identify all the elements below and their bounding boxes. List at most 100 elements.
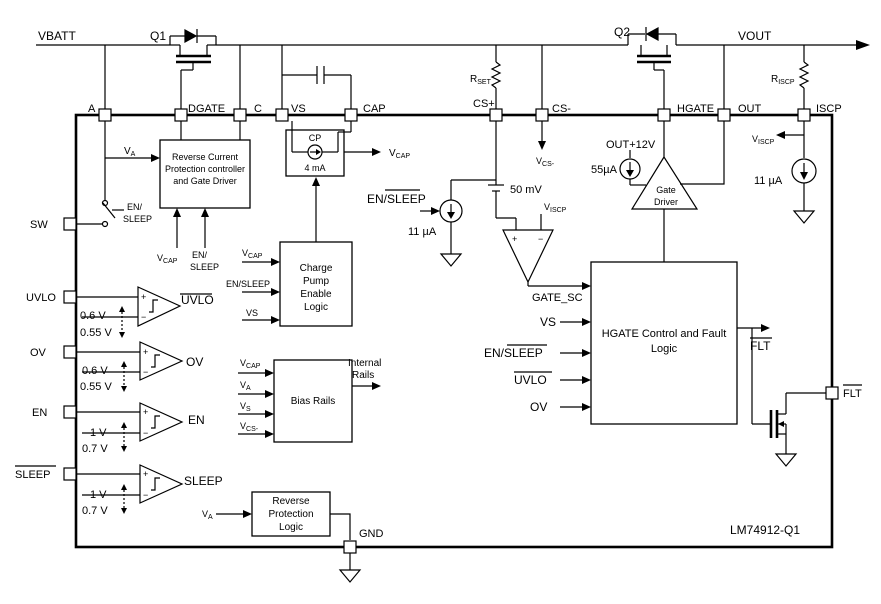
cpe-en-sleep-label: EN/SLEEP — [226, 279, 270, 289]
sleep-out-label: SLEEP — [184, 474, 223, 488]
svg-text:HGATE: HGATE — [677, 103, 714, 115]
en-section: EN + − 1 V 0.7 V EN — [32, 402, 205, 455]
svg-text:0.55 V: 0.55 V — [80, 327, 112, 339]
rcp-sleep-label: SLEEP — [190, 262, 219, 272]
ov-section: OV + − 0.6 V 0.55 V OV — [30, 341, 203, 393]
rset-label: RSET — [470, 74, 492, 86]
svg-text:0.6 V: 0.6 V — [80, 310, 106, 322]
ov-out-label: OV — [186, 355, 203, 369]
svg-text:+: + — [143, 347, 148, 357]
svg-text:Reverse: Reverse — [272, 496, 310, 507]
svg-text:Enable: Enable — [300, 289, 332, 300]
hgc-line-1: HGATE Control and Fault — [602, 328, 727, 340]
pin-iscp[interactable]: ISCP — [797, 103, 842, 122]
q1-mosfet: Q1 — [150, 28, 217, 113]
pin-ov[interactable]: OV — [30, 345, 77, 359]
svg-text:CS+: CS+ — [473, 98, 495, 110]
ov-comparator — [139, 341, 184, 381]
charge-pump-enable-block — [279, 241, 353, 327]
svg-text:Protection: Protection — [268, 509, 313, 520]
cur-55ua-label: 55µA — [591, 164, 618, 176]
sw-en-label: EN/ — [127, 202, 143, 212]
rcp-line-3: and Gate Driver — [173, 176, 237, 186]
sleep-section: SLEEP + − 1 V 0.7 V SLEEP — [15, 464, 223, 517]
svg-text:+: + — [141, 292, 146, 302]
svg-text:SW: SW — [30, 219, 48, 231]
svg-text:0.7 V: 0.7 V — [82, 443, 108, 455]
svg-text:0.7 V: 0.7 V — [82, 505, 108, 517]
cur-11ua-right: 11 µA — [754, 175, 783, 187]
va-label-rcp: VA — [124, 146, 136, 158]
cur-11ua-left: 11 µA — [408, 226, 437, 238]
part-number: LM74912-Q1 — [730, 523, 800, 537]
vbatt-rail: VBATT — [36, 29, 496, 46]
gnd-symbol — [338, 553, 362, 583]
flt-output: FLT — [737, 324, 826, 467]
svg-text:EN: EN — [32, 407, 47, 419]
pin-c[interactable]: C — [233, 103, 262, 122]
hgate-control-block — [590, 261, 738, 425]
viscp-label-right: VISCP — [752, 134, 775, 146]
svg-text:FLT: FLT — [843, 388, 862, 400]
q2-mosfet: Q2 — [614, 25, 677, 113]
rpl-va-label: VA — [202, 509, 213, 521]
ens-label: EN/SLEEP — [367, 192, 426, 206]
pin-sw[interactable]: SW — [30, 217, 77, 231]
svg-text:1 V: 1 V — [90, 427, 107, 439]
svg-text:OV: OV — [30, 347, 47, 359]
svg-text:−: − — [538, 234, 543, 244]
pin-csp[interactable]: CS+ — [473, 98, 503, 122]
pin-sleep[interactable]: SLEEP — [15, 465, 77, 481]
en-out-label: EN — [188, 413, 205, 427]
pin-csm[interactable]: CS- — [535, 103, 571, 122]
reverse-protection-block — [251, 491, 331, 537]
svg-text:DGATE: DGATE — [188, 103, 225, 115]
svg-text:−: − — [143, 367, 148, 377]
svg-text:OUT: OUT — [738, 103, 762, 115]
pin-flt[interactable]: FLT — [825, 384, 862, 400]
bias-va-label: VA — [240, 380, 251, 392]
svg-text:0.6 V: 0.6 V — [82, 365, 108, 377]
internal-label-2: Rails — [352, 370, 374, 381]
en-sleep-current-source: EN/SLEEP 11 µA — [367, 179, 496, 267]
hgc-uvlo-label: UVLO — [514, 373, 547, 387]
mv50-label: 50 mV — [510, 184, 542, 196]
q2-label: Q2 — [614, 25, 630, 39]
svg-text:A: A — [88, 103, 96, 115]
bias-rails-block — [273, 359, 353, 443]
pin-cap[interactable]: CAP — [344, 103, 386, 122]
bias-rails-title: Bias Rails — [291, 396, 335, 407]
uvlo-section: UVLO + − 0.6 V 0.55 V UVLO — [26, 286, 214, 339]
svg-text:Driver: Driver — [654, 197, 678, 207]
svg-text:−: − — [141, 312, 146, 322]
svg-text:Gate: Gate — [656, 185, 676, 195]
svg-text:Pump: Pump — [303, 276, 330, 287]
riscp-label: RISCP — [771, 74, 795, 86]
rcp-line-1: Reverse Current — [172, 152, 239, 162]
pin-dgate[interactable]: DGATE — [174, 103, 225, 122]
cap-capacitor — [282, 66, 352, 113]
svg-text:CAP: CAP — [363, 103, 386, 115]
cpe-vs-label: VS — [246, 308, 258, 318]
rcp-en-label: EN/ — [192, 250, 208, 260]
pin-vs[interactable]: VS — [275, 103, 306, 122]
uvlo-out-label: UVLO — [181, 293, 214, 307]
svg-text:CS-: CS- — [552, 103, 571, 115]
en-comparator — [139, 402, 184, 442]
hgc-line-2: Logic — [651, 343, 678, 355]
pin-gnd[interactable]: GND — [343, 528, 384, 554]
out12-label: OUT+12V — [606, 139, 656, 151]
svg-text:+: + — [143, 407, 148, 417]
cp-current: 4 mA — [304, 163, 325, 173]
pin-hgate[interactable]: HGATE — [657, 103, 714, 122]
pin-a[interactable]: A — [88, 103, 112, 122]
svg-text:+: + — [512, 234, 517, 244]
svg-text:Charge: Charge — [300, 263, 333, 274]
reverse-current-block — [159, 139, 251, 209]
pin-en[interactable]: EN — [32, 405, 77, 419]
pin-uvlo[interactable]: UVLO — [26, 290, 77, 304]
iscp-current-source: VISCP 11 µA — [752, 121, 817, 224]
svg-text:SLEEP: SLEEP — [15, 469, 50, 481]
viscp-label-comp: VISCP — [544, 202, 567, 214]
flt-internal-label: FLT — [750, 339, 771, 353]
